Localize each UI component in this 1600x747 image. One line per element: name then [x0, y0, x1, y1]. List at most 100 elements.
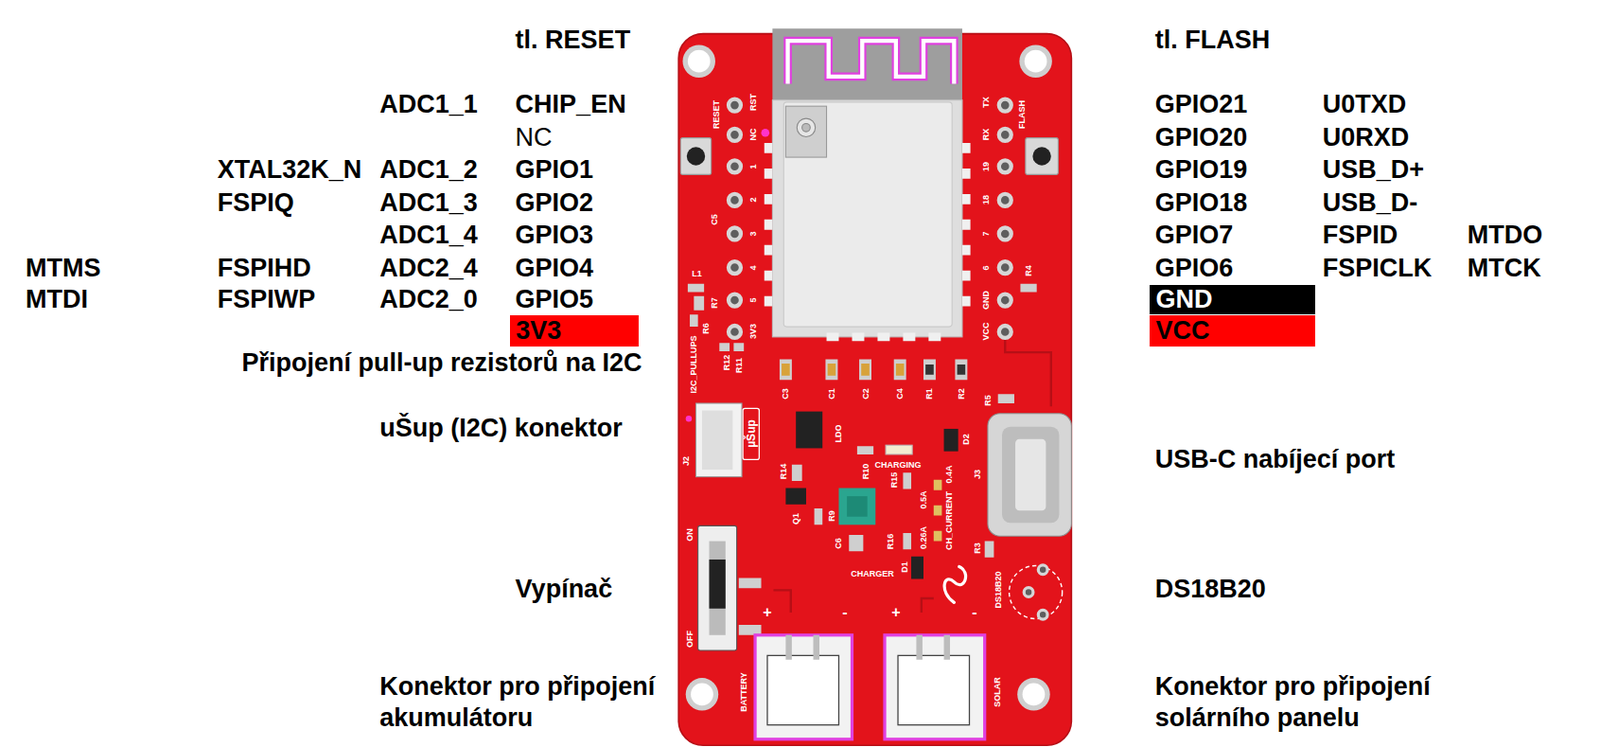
switch-slider [709, 559, 726, 609]
smd-pads [687, 283, 1038, 558]
silkscreen-label: 5 [748, 298, 757, 303]
reset-button-cap [686, 146, 705, 165]
silkscreen-label: BATTERY [739, 671, 749, 712]
silkscreen-label: J3 [973, 469, 983, 479]
pin-function-label: GPIO4 [515, 253, 595, 283]
silkscreen-label: R11 [734, 357, 743, 373]
pin-function-label: GPIO20 [1155, 123, 1249, 153]
module-body [772, 100, 963, 337]
switch-slot [709, 541, 726, 635]
silkscreen-label: R6 [702, 322, 711, 335]
sensor-holes [1025, 566, 1047, 618]
silkscreen-label: 4 [748, 264, 757, 270]
pin-function-label: XTAL32K_N [217, 156, 363, 186]
polarity-mark: - [842, 604, 847, 620]
mounting-hole [687, 50, 711, 73]
pin-function-label: FSPIQ [217, 188, 295, 218]
usb-c-opening [1015, 439, 1046, 510]
pin-function-label: USB_D+ [1322, 156, 1425, 186]
silkscreen-label: J2 [681, 456, 690, 466]
charger-ic-pad [846, 495, 868, 517]
silkscreen-label: ON [685, 527, 695, 542]
ldo-chip [795, 411, 823, 449]
pin-function-label: GPIO1 [515, 156, 595, 186]
pin-function-label: NC [515, 123, 553, 153]
sensor-pads [1022, 562, 1050, 620]
pin-function-label: MTDO [1467, 221, 1543, 251]
callout-label: Připojení pull-up rezistorů na I2C [242, 348, 643, 378]
ufl-connector [785, 105, 827, 158]
pin-function-label: ADC1_2 [379, 156, 478, 186]
flash-button [1025, 138, 1059, 176]
usb-c-shell [1002, 426, 1059, 523]
reset-button [680, 138, 711, 176]
diode-d2 [944, 428, 959, 452]
silkscreen-label: DS18B20 [993, 571, 1003, 609]
power-pin-box: VCC [1149, 315, 1316, 346]
silkscreen-label: 0.5A [918, 491, 928, 510]
pin-function-label: ADC2_0 [379, 285, 478, 316]
pin-function-label: MTMS [25, 253, 101, 283]
pin-function-label: U0TXD [1322, 90, 1407, 121]
charger-ic [838, 487, 876, 525]
capacitor-bodies [781, 363, 904, 376]
battery-connector [755, 634, 852, 739]
charging-led [885, 444, 913, 455]
pin-name: VCC [1155, 317, 1210, 344]
power-pin-box: 3V3 [509, 315, 639, 346]
silkscreen-label: Q1 [791, 512, 801, 525]
transistor-q1 [785, 487, 807, 504]
callout-label: tl. FLASH [1155, 26, 1271, 56]
pin-function-label: ADC1_1 [379, 90, 478, 121]
flash-button-cap [1032, 146, 1051, 165]
silkscreen-label: 1 [748, 163, 757, 169]
silkscreen-label: 19 [981, 161, 990, 172]
pin-function-label: ADC1_4 [379, 221, 478, 251]
battery-connector-pins [785, 634, 820, 660]
usb-c-port [987, 413, 1072, 536]
silkscreen-label: 7 [981, 230, 990, 236]
ufl-center [802, 123, 811, 132]
module-shield [783, 102, 952, 327]
pin-function-label: GPIO2 [515, 188, 595, 218]
silkscreen-label: R16 [886, 532, 896, 549]
current-select-pads [933, 479, 943, 542]
silkscreen-label: C3 [781, 388, 791, 401]
antenna-area [772, 28, 963, 103]
silkscreen-label: NC [748, 128, 757, 141]
power-pin-box: GND [1149, 284, 1316, 315]
silkscreen-label: R10 [861, 463, 870, 480]
silkscreen-label: LDO [834, 424, 844, 443]
silkscreen-label: R2 [956, 388, 966, 401]
silkscreen-label: C2 [861, 388, 870, 401]
silkscreen-label: 2 [748, 197, 757, 203]
silkscreen-label: C4 [896, 388, 905, 401]
silkscreen-label: RESET [712, 100, 721, 129]
silkscreen-label: TX [981, 96, 990, 108]
pin-function-label: GPIO7 [1155, 221, 1234, 251]
mounting-hole-ring [1019, 44, 1053, 78]
usup-connector-inner [702, 410, 733, 471]
silkscreen-label: C5 [709, 213, 719, 226]
antenna-trace [788, 40, 955, 84]
pin1-marker [685, 415, 692, 422]
switch-pads [738, 577, 762, 634]
silkscreen-label: R3 [973, 542, 983, 554]
silkscreen-label: R5 [983, 394, 992, 406]
pin-function-label: ADC1_3 [379, 188, 478, 218]
silkscreen-label: R14 [779, 463, 789, 480]
callout-label: Konektor pro připojení akumulátoru [379, 670, 664, 734]
pin-name: 3V3 [515, 317, 562, 344]
callout-label: Konektor pro připojení solárního panelu [1155, 670, 1440, 734]
silkscreen-label: C1 [826, 388, 836, 401]
pin-function-label: FSPIHD [217, 253, 312, 283]
silkscreen-label: GND [981, 290, 990, 310]
pin-function-label: MTDI [25, 285, 88, 316]
maker-logo [944, 566, 966, 603]
usup-logo-frame [742, 407, 759, 459]
pin1-marker [761, 128, 771, 138]
pin-function-label: U0RXD [1322, 123, 1410, 153]
silkscreen-label: RST [748, 93, 757, 111]
pin-function-label: MTCK [1467, 253, 1542, 283]
